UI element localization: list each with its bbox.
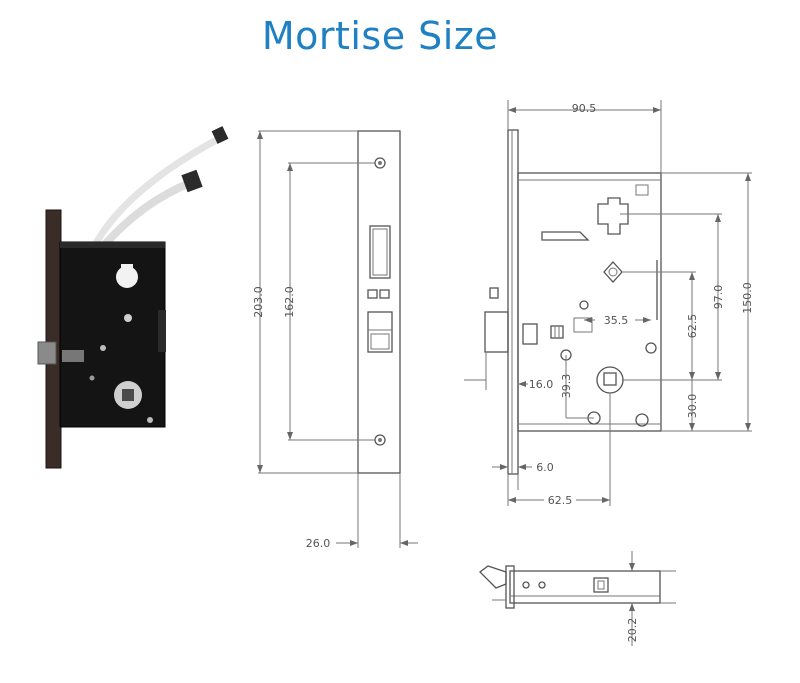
side-bolt xyxy=(484,311,509,353)
dim-height: 150.0 xyxy=(741,282,754,314)
dim-thickness: 20.2 xyxy=(626,618,639,643)
bottom-latch xyxy=(479,565,507,589)
side-spindle xyxy=(597,197,629,235)
dim-height-total: 203.0 xyxy=(252,286,265,318)
photo-body xyxy=(59,241,166,428)
side-view: 90.5 150.0 97.0 62.5 30.0 35.5 xyxy=(464,100,754,507)
side-hub xyxy=(603,261,623,283)
side-cylinder xyxy=(596,366,624,394)
side-faceplate xyxy=(507,129,519,475)
side-body xyxy=(517,172,662,432)
dim-faceplate-width: 26.0 xyxy=(306,537,331,550)
dim-offset: 16.0 xyxy=(529,378,554,391)
photo-cable xyxy=(96,178,194,253)
front-view: 203.0 162.0 26.0 xyxy=(252,130,418,550)
dim-width: 90.5 xyxy=(572,102,597,115)
front-faceplate xyxy=(357,130,401,474)
photo-latch xyxy=(37,341,57,365)
photo-connector xyxy=(211,126,229,144)
dim-spindle-upper: 97.0 xyxy=(712,285,725,310)
bottom-view: 20.2 xyxy=(479,551,676,646)
photo-faceplate xyxy=(45,209,62,469)
dim-lower: 30.0 xyxy=(686,394,699,419)
dim-hole-spacing: 162.0 xyxy=(283,286,296,318)
photo-connector xyxy=(181,169,203,193)
dim-backset-bottom: 62.5 xyxy=(548,494,573,507)
front-bolt-window xyxy=(367,311,393,353)
dim-handle-cyl: 62.5 xyxy=(686,314,699,339)
mortise-lock-photo xyxy=(37,126,229,469)
photo-cable xyxy=(91,134,222,247)
dim-faceplate: 6.0 xyxy=(536,461,554,474)
page-title: Mortise Size xyxy=(261,14,499,58)
dim-center: 39.3 xyxy=(560,374,573,399)
dim-backset: 35.5 xyxy=(604,314,629,327)
bottom-body xyxy=(509,570,661,604)
front-latch-window xyxy=(369,225,391,279)
